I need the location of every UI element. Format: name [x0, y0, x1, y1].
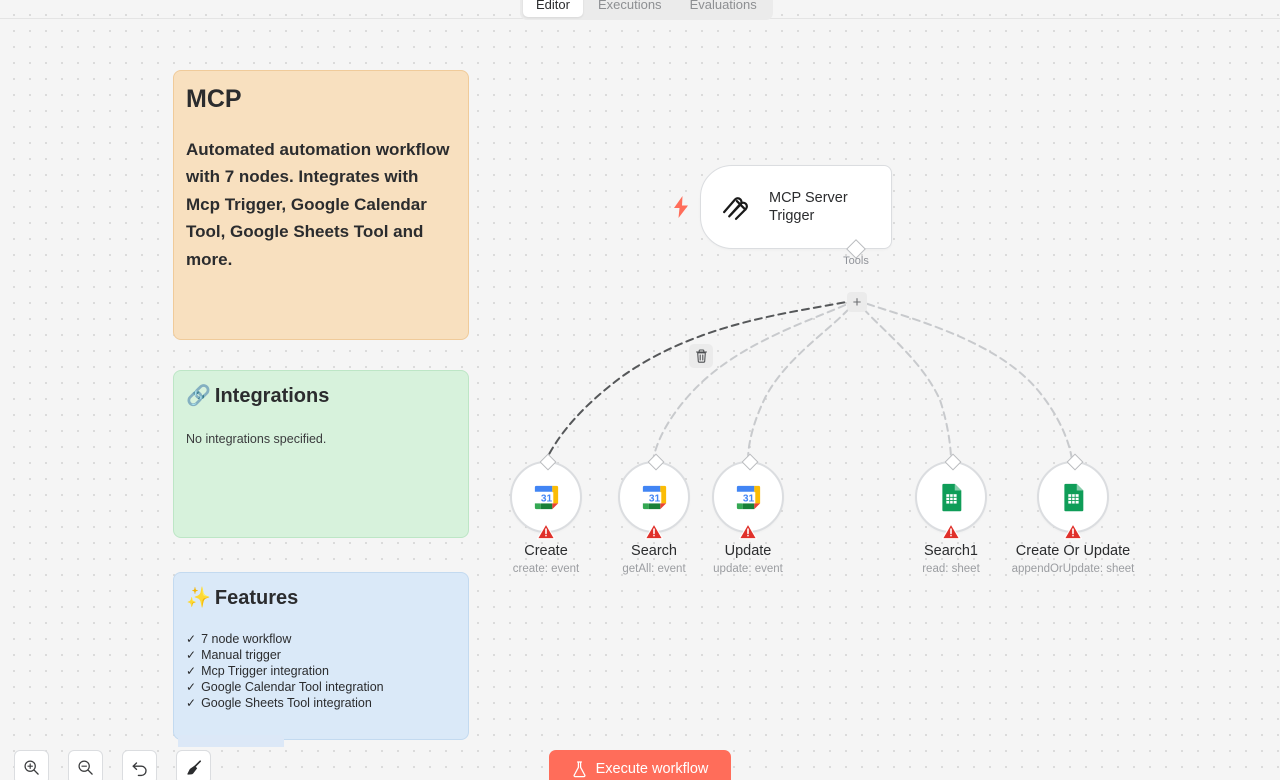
warning-icon — [536, 523, 556, 540]
tab-executions[interactable]: Executions — [597, 0, 662, 12]
list-item: ✓ Mcp Trigger integration — [186, 663, 456, 679]
node-create[interactable]: 31 Create create: event — [510, 453, 582, 575]
delete-connection-button[interactable] — [689, 344, 713, 368]
svg-text:31: 31 — [648, 493, 660, 504]
feature-list: ✓ 7 node workflow ✓ Manual trigger ✓ Mcp… — [186, 631, 456, 711]
node-label: Search1 — [923, 543, 979, 559]
node-input-port[interactable] — [741, 453, 759, 471]
node-body[interactable] — [915, 453, 987, 540]
node-body[interactable] — [1037, 453, 1109, 540]
warning-icon — [1063, 523, 1083, 540]
google-calendar-icon: 31 — [642, 485, 666, 509]
connection-trigger-to-search[interactable] — [652, 299, 857, 461]
feature-label: Google Calendar Tool integration — [201, 680, 384, 694]
execute-workflow-label: Execute workflow — [595, 761, 709, 777]
node-search1[interactable]: Search1 read: sheet — [915, 453, 987, 575]
tab-editor[interactable]: Editor — [523, 0, 583, 17]
mcp-logo-icon — [722, 197, 748, 221]
workflow-tab-bar: Editor Executions Evaluations — [520, 0, 773, 20]
node-body[interactable]: 31 — [712, 453, 784, 540]
node-input-port[interactable] — [539, 453, 557, 471]
zoom-in-button[interactable] — [14, 750, 49, 780]
feature-label: Google Sheets Tool integration — [201, 696, 372, 710]
feature-label: Manual trigger — [201, 648, 281, 662]
node-label: MCP Server Trigger — [769, 189, 848, 224]
connection-trigger-to-update[interactable] — [747, 299, 857, 461]
google-calendar-icon: 31 — [736, 485, 760, 509]
zoom-out-button[interactable] — [68, 750, 103, 780]
sticky-note-features-title: ✨ Features — [186, 587, 456, 610]
google-sheets-icon — [1064, 483, 1084, 512]
trash-icon — [695, 349, 707, 363]
connection-trigger-to-create[interactable] — [545, 299, 857, 461]
undo-icon — [132, 761, 147, 776]
node-subtitle: getAll: event — [622, 563, 686, 575]
node-label: Create Or Update — [1015, 543, 1131, 559]
sticky-note-integrations-body: No integrations specified. — [186, 432, 327, 446]
node-input-port[interactable] — [1066, 453, 1084, 471]
lightning-bolt-icon — [674, 196, 688, 218]
connection-trigger-to-search1[interactable] — [855, 299, 952, 461]
feature-label: Mcp Trigger integration — [201, 664, 329, 678]
google-calendar-icon: 31 — [534, 485, 558, 509]
feature-label: 7 node workflow — [201, 632, 292, 646]
node-mcp-server-trigger[interactable]: MCP Server Trigger — [700, 165, 892, 249]
execute-workflow-button[interactable]: Execute workflow — [549, 750, 731, 780]
list-item: ✓ Manual trigger — [186, 647, 456, 663]
node-search[interactable]: 31 Search getAll: event — [618, 453, 690, 575]
node-body[interactable]: 31 — [618, 453, 690, 540]
tidy-up-button[interactable] — [176, 750, 211, 780]
svg-text:31: 31 — [540, 493, 552, 504]
tab-evaluations[interactable]: Evaluations — [689, 0, 757, 12]
sparkles-icon: ✨ — [186, 587, 211, 609]
node-input-port[interactable] — [647, 453, 665, 471]
check-icon: ✓ — [186, 632, 197, 646]
warning-icon — [738, 523, 758, 540]
check-icon: ✓ — [186, 648, 197, 662]
list-item: ✓ Google Calendar Tool integration — [186, 679, 456, 695]
undo-button[interactable] — [122, 750, 157, 780]
connection-trigger-to-create-or-update[interactable] — [855, 299, 1073, 461]
node-subtitle: appendOrUpdate: sheet — [1011, 563, 1135, 575]
node-update[interactable]: 31 Update update: event — [712, 453, 784, 575]
broom-icon — [186, 759, 201, 775]
node-input-port[interactable] — [944, 453, 962, 471]
node-label: Create — [524, 543, 568, 559]
zoom-out-icon — [78, 760, 93, 775]
warning-icon — [644, 523, 664, 540]
check-icon: ✓ — [186, 680, 197, 694]
list-item: ✓ Google Sheets Tool integration — [186, 695, 456, 711]
sticky-note-integrations[interactable]: 🔗 Integrations No integrations specified… — [173, 370, 469, 538]
sticky-note-mcp[interactable]: MCP Automated automation workflow with 7… — [173, 70, 469, 340]
sticky-note-features-title-text: Features — [214, 587, 299, 609]
link-icon: 🔗 — [186, 385, 211, 407]
check-icon: ✓ — [186, 696, 197, 710]
flask-icon — [573, 760, 586, 777]
tools-port-label: Tools — [843, 255, 869, 267]
add-tool-button[interactable]: + — [847, 292, 867, 312]
check-icon: ✓ — [186, 664, 197, 678]
list-item: ✓ 7 node workflow — [186, 631, 456, 647]
canvas-toolbar — [14, 750, 211, 780]
node-subtitle: read: sheet — [922, 563, 980, 575]
sticky-note-mcp-body: Automated automation workflow with 7 nod… — [186, 139, 450, 269]
node-label: Search — [631, 543, 677, 559]
sticky-note-integrations-title: 🔗 Integrations — [186, 385, 456, 408]
sticky-note-integrations-title-text: Integrations — [214, 385, 330, 407]
warning-icon — [941, 523, 961, 540]
google-sheets-icon — [942, 483, 962, 512]
node-label: Update — [724, 543, 772, 559]
sticky-note-mcp-title: MCP — [186, 85, 242, 113]
node-body[interactable]: 31 — [510, 453, 582, 540]
node-subtitle: create: event — [512, 563, 580, 575]
node-subtitle: update: event — [713, 563, 783, 575]
svg-text:31: 31 — [742, 493, 754, 504]
zoom-in-icon — [24, 760, 39, 775]
tidy-up-tooltip — [178, 735, 284, 747]
node-create-or-update[interactable]: Create Or Update appendOrUpdate: sheet — [1012, 453, 1134, 575]
sticky-note-features[interactable]: ✨ Features ✓ 7 node workflow ✓ Manual tr… — [173, 572, 469, 740]
